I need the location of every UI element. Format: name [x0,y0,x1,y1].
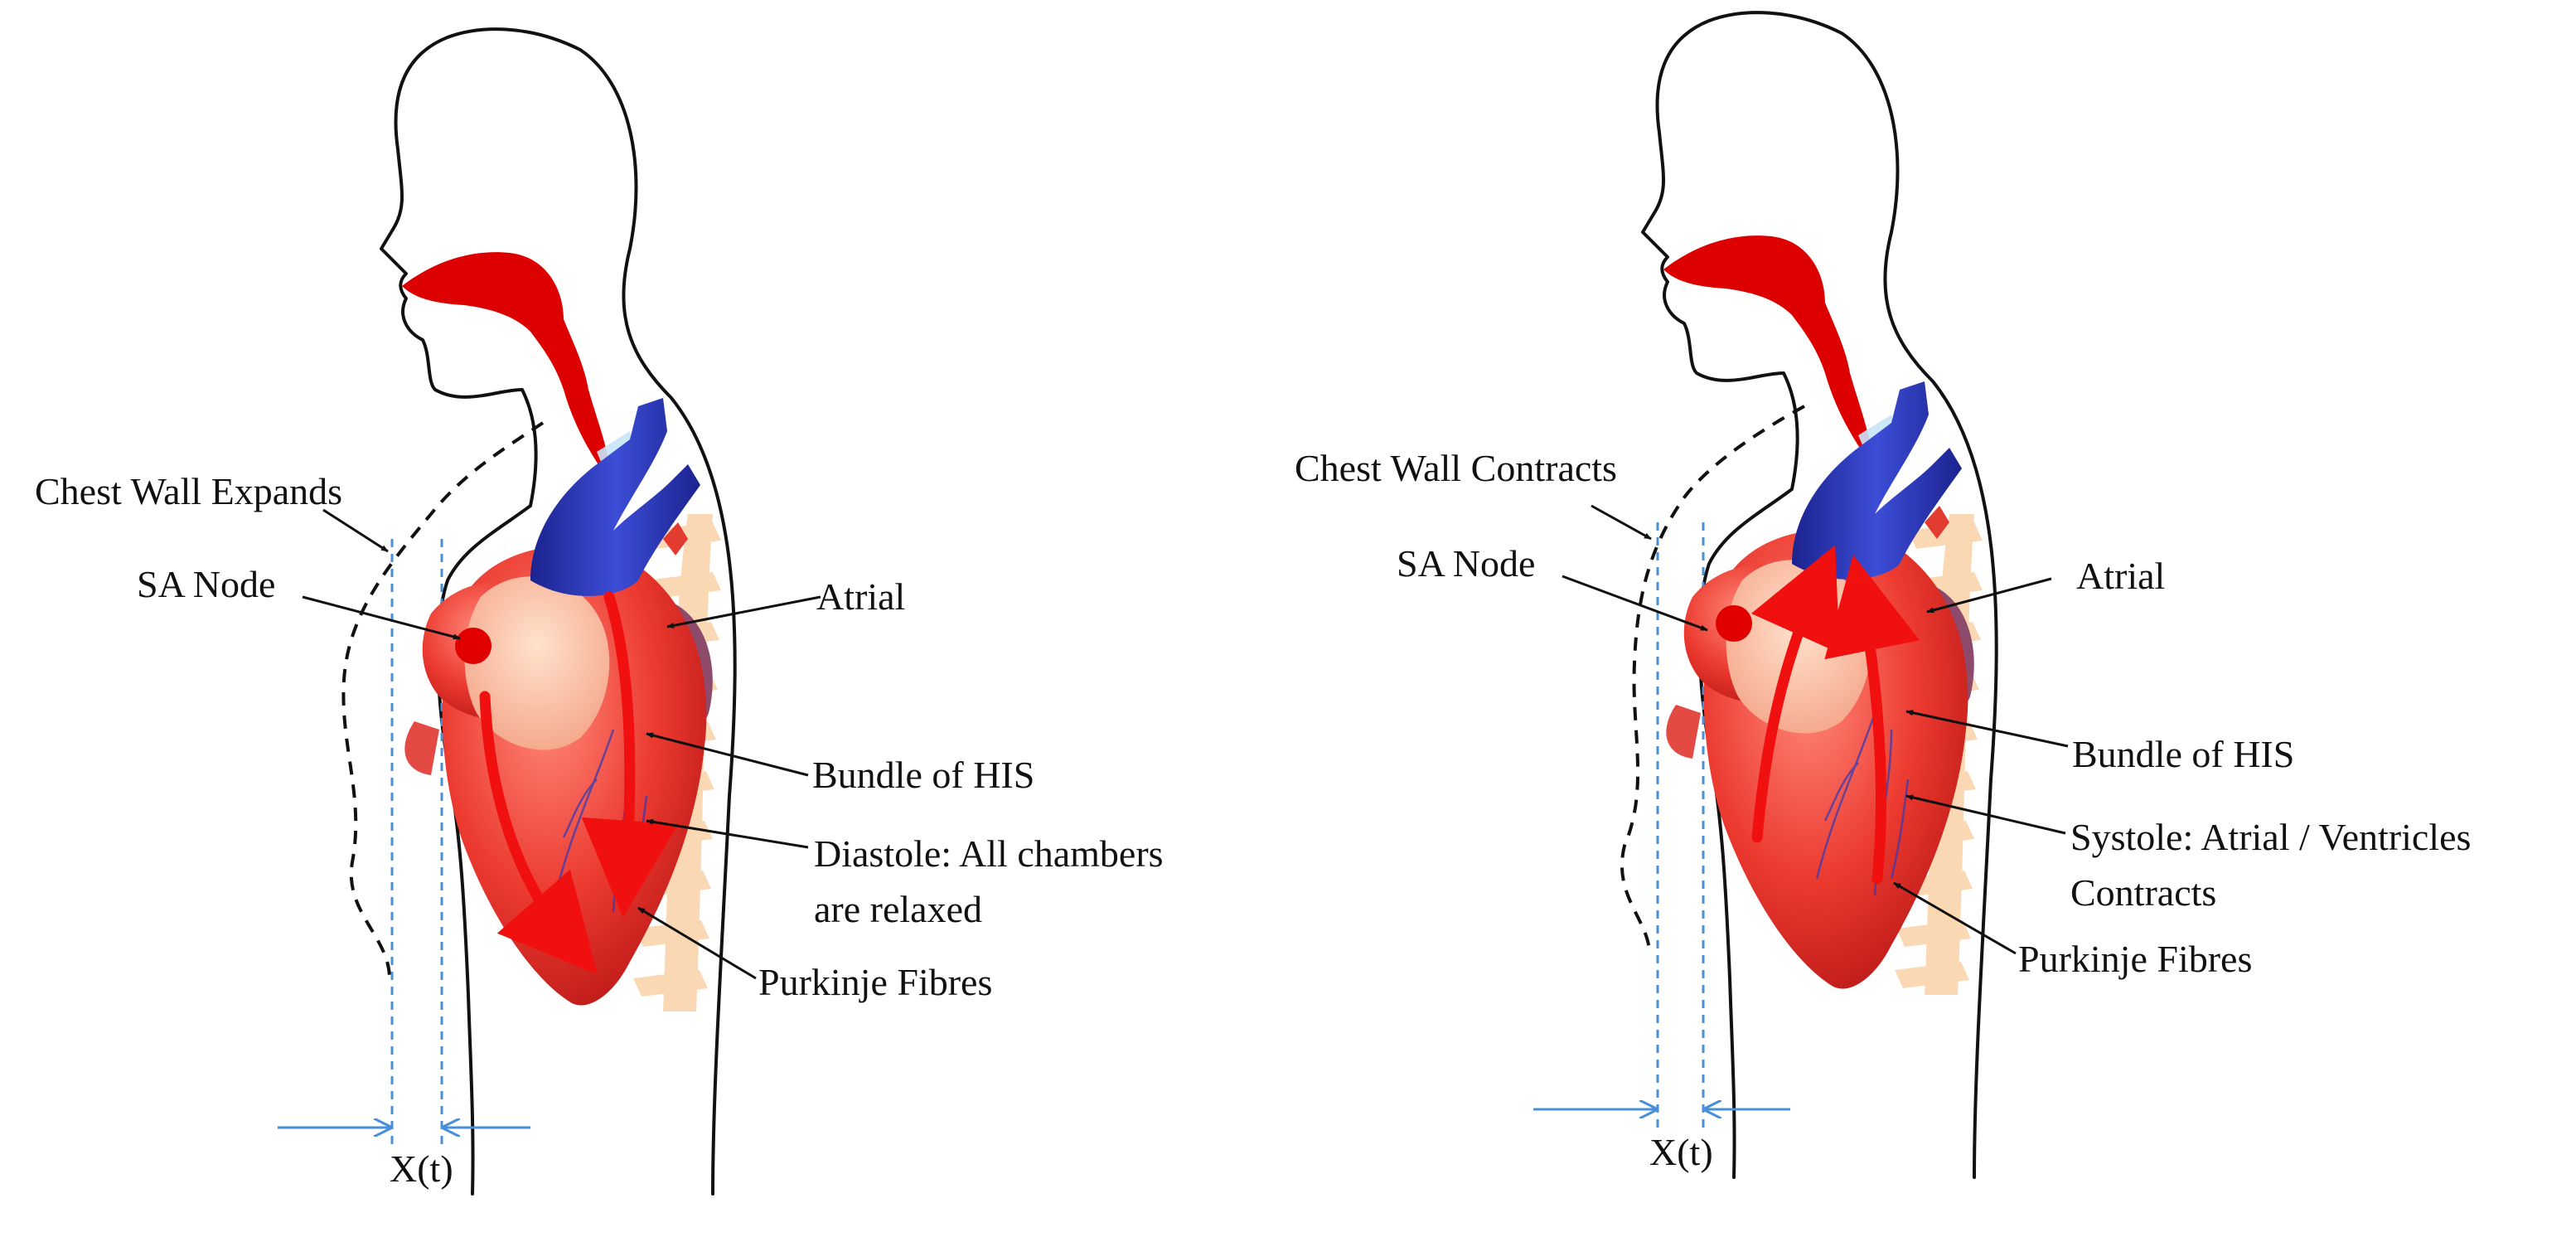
sa-node-dot [455,628,491,664]
contracted-chest-wall [1620,405,1805,954]
label-displacement: X(t) [390,1147,453,1190]
expanded-chest-wall [341,421,545,979]
label-phase-line2: Contracts [2070,871,2216,914]
body-outline [1641,11,1998,1179]
label-bundle-of-his: Bundle of HIS [2072,733,2294,775]
label-atrial: Atrial [2076,555,2165,597]
label-phase-line1: Diastole: All chambers [814,832,1164,875]
panel-systole: Chest Wall Contracts SA Node Atrial Bund… [1295,11,2471,1179]
label-sa-node: SA Node [1397,542,1535,585]
heart-illustration [1666,381,1974,989]
flow-arrow-down-left [479,691,598,975]
label-sa-node: SA Node [137,563,275,605]
panel-diastole: Chest Wall Expands SA Node Atrial Bundle… [35,27,1164,1196]
label-purkinje: Purkinje Fibres [758,961,992,1003]
label-phase-line1: Systole: Atrial / Ventricles [2070,816,2471,858]
sa-node-dot [1716,605,1752,642]
label-displacement: X(t) [1649,1131,1713,1173]
flow-arrow-up-right [1824,555,1920,885]
airway-icon [1663,235,1871,452]
label-purkinje: Purkinje Fibres [2018,938,2252,980]
label-phase-line2: are relaxed [814,888,982,930]
flow-arrow-down-right [581,591,679,918]
body-outline [380,27,737,1196]
label-chest-wall: Chest Wall Expands [35,470,342,512]
flow-arrow-up-left [1750,545,1840,843]
label-chest-wall: Chest Wall Contracts [1295,447,1617,489]
heart-illustration [404,398,713,1006]
label-atrial: Atrial [816,575,905,618]
airway-icon [402,252,609,468]
label-bundle-of-his: Bundle of HIS [812,754,1034,796]
